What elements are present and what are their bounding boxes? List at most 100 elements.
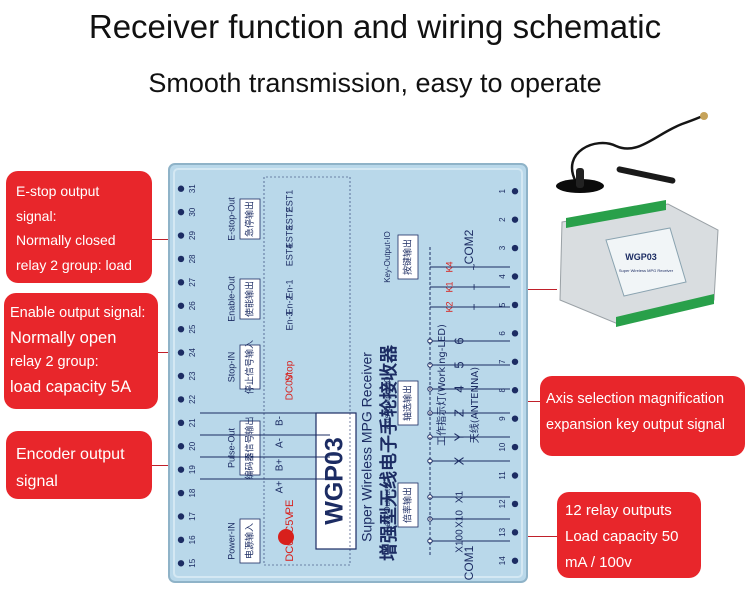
enable-signal-label: En-1 xyxy=(284,279,294,298)
terminal-number: 30 xyxy=(188,207,197,216)
terminal-dot xyxy=(177,372,185,380)
terminal-dot xyxy=(177,208,185,216)
axis-label-box xyxy=(397,380,419,426)
callout-line: Axis selection magnification xyxy=(546,391,725,407)
receiver-board-diagram: WGP03 Super Wireless MPG Receiver 增强型无线电… xyxy=(168,163,528,583)
terminal-number: 13 xyxy=(498,527,507,536)
power-signal-label: PE xyxy=(284,500,296,515)
power-section-en: Power-IN xyxy=(226,522,236,560)
terminal-number: 20 xyxy=(188,441,197,450)
terminal-dot xyxy=(177,232,185,239)
callout-line: relay 2 group: xyxy=(10,354,99,370)
estop-section-cn: 急停输出 xyxy=(244,201,256,237)
axis-callout: Axis selection magnification expansion k… xyxy=(540,376,745,456)
ground-icon xyxy=(278,529,294,545)
estop-signal-label: EST3 xyxy=(284,226,294,249)
terminal-dot xyxy=(177,185,185,192)
terminal-dot xyxy=(177,302,185,309)
brand-label: WGP03 xyxy=(321,437,349,525)
stop-section-en: Stop-IN xyxy=(226,352,236,383)
terminal-dot xyxy=(177,536,185,544)
device-label-panel xyxy=(605,227,687,297)
terminal-dot xyxy=(511,301,519,309)
axis-label: 4 xyxy=(451,385,466,392)
estop-signal-label: EST2 xyxy=(284,208,294,231)
board-inner-border xyxy=(173,168,523,578)
terminal-dot xyxy=(511,500,519,508)
axis-label: Z xyxy=(451,409,466,417)
rate-label: X10 xyxy=(455,510,466,528)
terminal-number: 3 xyxy=(498,245,507,250)
callout-line: Enable output signal: xyxy=(10,305,146,321)
terminal-number: 16 xyxy=(188,535,197,544)
key-cn: 按键输出 xyxy=(402,239,414,275)
terminal-dot xyxy=(511,472,519,479)
terminal-number: 18 xyxy=(188,488,197,497)
terminal-number: 17 xyxy=(188,511,197,520)
terminal-number: 26 xyxy=(188,301,197,310)
axis-label: Y xyxy=(451,432,466,441)
key-mark: ~ xyxy=(467,263,481,270)
brand-box xyxy=(315,412,357,550)
terminal-dot xyxy=(511,188,519,195)
terminal-number: 28 xyxy=(188,254,197,263)
enable-section-box xyxy=(239,278,261,320)
power-section-cn: 电源输入 xyxy=(244,523,256,559)
estop-signal-label: EST1 xyxy=(284,190,294,213)
terminal-dot xyxy=(511,273,519,280)
terminal-dot xyxy=(511,557,519,564)
terminal-dot xyxy=(511,387,519,394)
axis-label: X xyxy=(451,456,466,465)
device-caption: Super Wireless MPG Receiver xyxy=(619,268,674,273)
terminal-number: 4 xyxy=(498,274,507,279)
callout-line: 12 relay outputs xyxy=(565,502,672,519)
terminal-dot xyxy=(177,419,185,427)
page-subtitle: Smooth transmission, easy to operate xyxy=(148,68,602,98)
antenna-connector-icon xyxy=(700,112,708,120)
enable-section-cn: 使能输出 xyxy=(244,281,256,317)
leader-line xyxy=(510,536,557,537)
terminal-number: 5 xyxy=(498,302,507,307)
callout-line: signal: xyxy=(16,207,57,224)
terminal-dot xyxy=(177,489,185,497)
key-label-box xyxy=(397,234,419,280)
callout-line: E-stop output xyxy=(16,183,100,199)
key-mark: − xyxy=(467,303,481,310)
terminal-dot xyxy=(177,396,185,403)
terminal-number: 25 xyxy=(188,324,197,333)
terminal-dot xyxy=(177,443,185,450)
enable-callout: Enable output signal: Normally open rela… xyxy=(4,293,158,409)
rate-cn: 倍率输出 xyxy=(402,487,414,523)
pulse-signal-label: B- xyxy=(275,416,286,426)
callout-line: relay 2 group: load xyxy=(16,256,132,273)
relay-callout: 12 relay outputs Load capacity 50 mA / 1… xyxy=(557,492,701,578)
terminal-number: 11 xyxy=(498,471,507,480)
pulse-section-en: Pulse-Out xyxy=(226,427,236,468)
antenna-label: 天线(ANTENNA) xyxy=(468,367,481,443)
rate-en: Rate-Output-IO xyxy=(383,478,392,533)
stop-signal-label: Stop xyxy=(285,360,296,381)
key-label: K2 xyxy=(444,301,454,312)
terminal-block-bottom xyxy=(616,294,714,327)
antenna-rod-icon xyxy=(616,166,676,184)
estop-section-box xyxy=(239,198,261,240)
terminal-dot xyxy=(511,216,519,223)
enable-signal-label: En-3 xyxy=(284,311,294,330)
device-model: WGP03 xyxy=(625,252,657,262)
pulse-signal-label: A- xyxy=(275,438,286,448)
rate-label: X100 xyxy=(455,529,466,553)
terminal-dot xyxy=(177,466,185,473)
estop-section-en: E-stop-Out xyxy=(226,197,236,241)
power-section-box xyxy=(239,518,261,564)
terminal-block-top xyxy=(566,200,666,228)
callout-line: Normally open xyxy=(10,328,117,347)
terminal-number: 10 xyxy=(498,442,507,451)
wiring-area-outline xyxy=(263,176,351,566)
callout-line: Encoder output xyxy=(16,446,125,463)
terminal-dot xyxy=(511,415,519,422)
com1-label: COM1 xyxy=(462,545,476,580)
rate-label: X1 xyxy=(455,490,466,503)
terminal-number: 7 xyxy=(498,359,507,364)
